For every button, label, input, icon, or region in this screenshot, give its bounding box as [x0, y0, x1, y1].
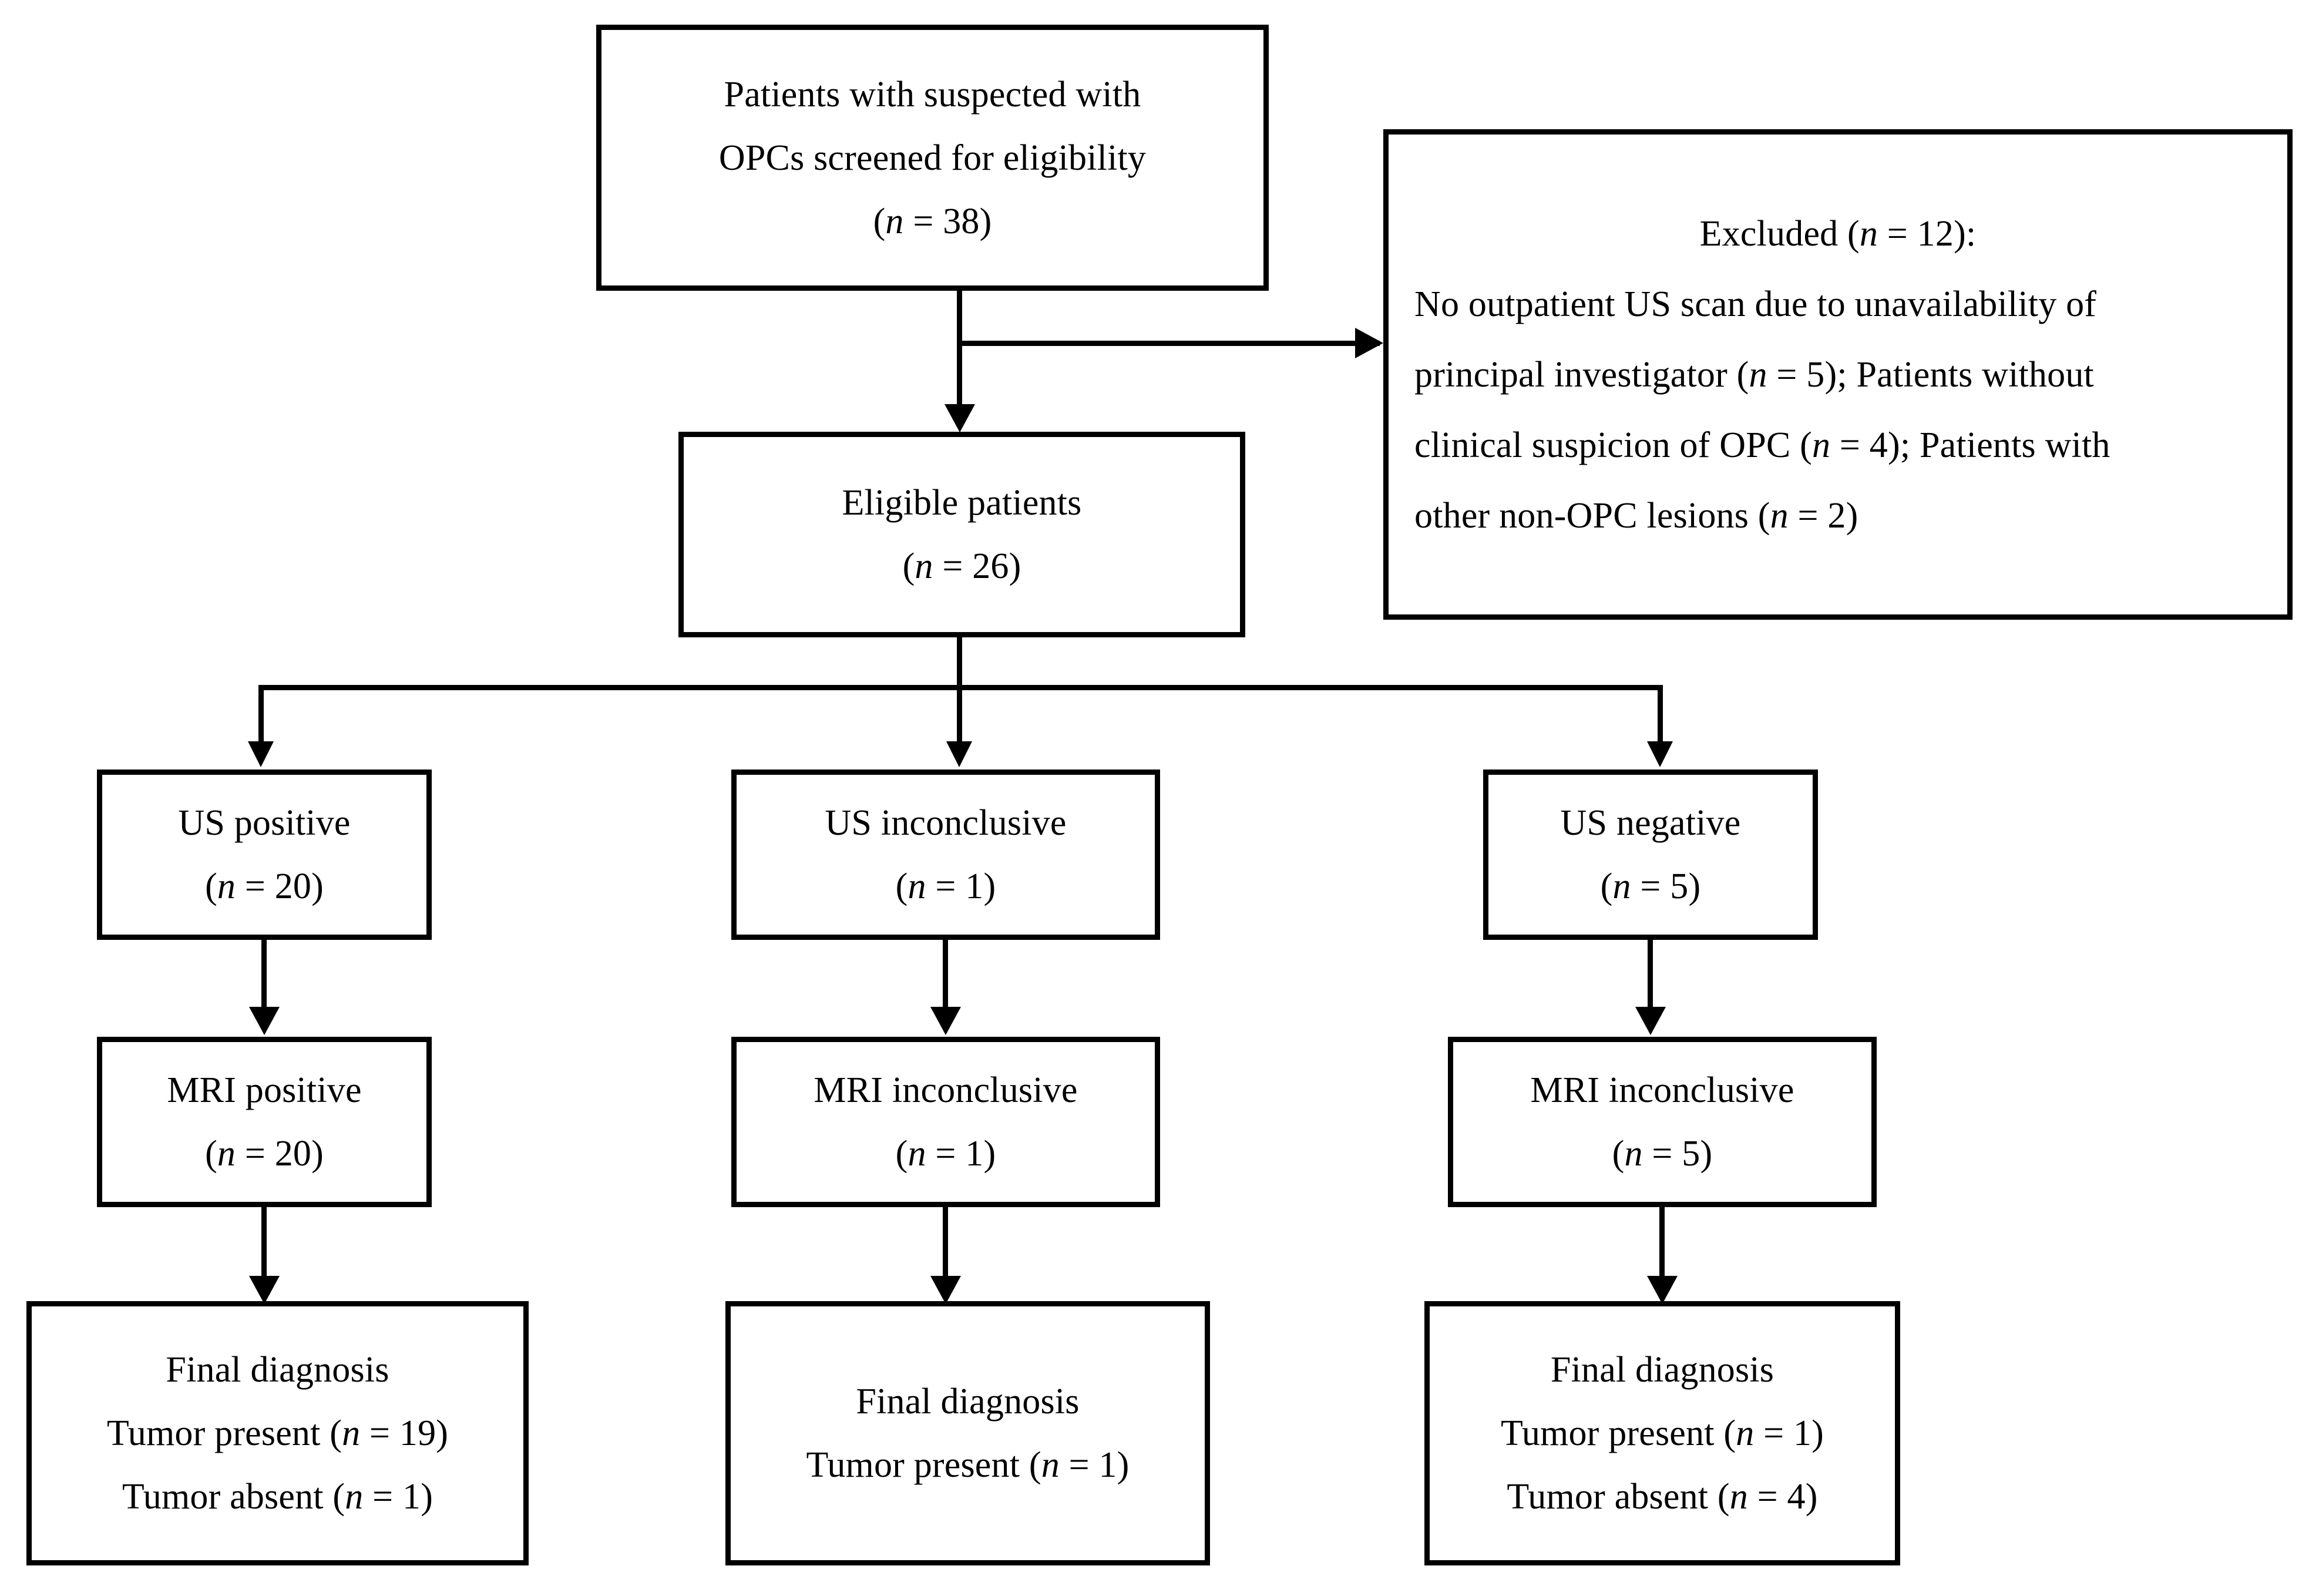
arrowhead-to-excluded: [1355, 328, 1383, 358]
final-mid-tumor-present: Tumor present (n = 1): [806, 1445, 1130, 1485]
final-right-title: Final diagnosis: [1550, 1350, 1774, 1390]
screened-line-2: OPCs screened for eligibility: [718, 137, 1147, 178]
arrowhead-final-left: [249, 1276, 280, 1304]
connector-screened-stem: [957, 291, 962, 408]
connector-branch-left: [258, 685, 264, 744]
excluded-line-5: other non-OPC lesions (n = 2): [1414, 495, 1858, 536]
final-left-tumor-present: Tumor present (n = 19): [106, 1413, 449, 1453]
excluded-line-3: principal investigator (n = 5); Patients…: [1414, 354, 2094, 395]
connector-branch-right: [1658, 685, 1663, 744]
node-mri-positive: MRI positive (n = 20): [97, 1037, 432, 1207]
us-negative-label: US negative: [1560, 803, 1741, 843]
final-right-tumor-absent: Tumor absent (n = 4): [1507, 1477, 1818, 1517]
us-inconclusive-count: (n = 1): [895, 866, 996, 906]
node-us-inconclusive: US inconclusive (n = 1): [731, 770, 1160, 940]
arrowhead-us-negative: [1647, 741, 1673, 767]
node-mri-inconclusive-right: MRI inconclusive (n = 5): [1448, 1037, 1877, 1207]
node-patients-screened: Patients with suspected with OPCs screen…: [596, 25, 1269, 291]
final-right-tumor-present: Tumor present (n = 1): [1500, 1413, 1824, 1453]
connector-us-positive-to-mri: [261, 940, 267, 1010]
final-mid-title: Final diagnosis: [856, 1382, 1080, 1422]
arrowhead-mri-inconclusive-mid: [930, 1007, 961, 1035]
connector-eligible-stem: [957, 637, 962, 687]
node-final-diagnosis-right: Final diagnosis Tumor present (n = 1) Tu…: [1424, 1301, 1900, 1565]
us-positive-label: US positive: [178, 803, 351, 843]
mri-positive-count: (n = 20): [205, 1134, 324, 1174]
screened-count: (n = 38): [873, 201, 992, 241]
eligible-count: (n = 26): [902, 546, 1021, 586]
node-eligible-patients: Eligible patients (n = 26): [678, 432, 1245, 637]
connector-branch-mid: [957, 685, 962, 744]
mri-inconclusive-mid-count: (n = 1): [895, 1134, 996, 1174]
node-us-positive: US positive (n = 20): [97, 770, 432, 940]
us-inconclusive-label: US inconclusive: [825, 803, 1067, 843]
eligible-label: Eligible patients: [842, 483, 1082, 523]
arrowhead-us-inconclusive: [946, 741, 972, 767]
connector-us-negative-to-mri: [1648, 940, 1653, 1010]
node-us-negative: US negative (n = 5): [1483, 770, 1818, 940]
node-final-diagnosis-left: Final diagnosis Tumor present (n = 19) T…: [26, 1301, 529, 1565]
mri-positive-label: MRI positive: [167, 1070, 362, 1110]
arrowhead-final-mid: [930, 1276, 961, 1304]
connector-mri-mid-to-final: [943, 1207, 948, 1281]
arrowhead-mri-inconclusive-right: [1635, 1007, 1666, 1035]
final-left-tumor-absent: Tumor absent (n = 1): [122, 1477, 433, 1517]
arrowhead-to-eligible: [945, 404, 975, 432]
arrowhead-us-positive: [248, 741, 274, 767]
connector-mri-right-to-final: [1659, 1207, 1665, 1281]
us-positive-count: (n = 20): [205, 866, 324, 906]
connector-us-inconclusive-to-mri: [943, 940, 948, 1010]
node-final-diagnosis-mid: Final diagnosis Tumor present (n = 1): [725, 1301, 1210, 1565]
connector-mri-positive-to-final: [261, 1207, 267, 1281]
node-excluded: Excluded (n = 12): No outpatient US scan…: [1383, 129, 2293, 620]
mri-inconclusive-right-label: MRI inconclusive: [1530, 1070, 1794, 1110]
us-negative-count: (n = 5): [1600, 866, 1701, 906]
mri-inconclusive-mid-label: MRI inconclusive: [814, 1070, 1078, 1110]
final-left-title: Final diagnosis: [166, 1350, 389, 1390]
arrowhead-final-right: [1647, 1276, 1678, 1304]
connector-to-excluded: [957, 341, 1380, 346]
excluded-line-2: No outpatient US scan due to unavailabil…: [1414, 284, 2097, 324]
mri-inconclusive-right-count: (n = 5): [1612, 1134, 1713, 1174]
excluded-line-4: clinical suspicion of OPC (n = 4); Patie…: [1414, 425, 2110, 465]
node-mri-inconclusive-mid: MRI inconclusive (n = 1): [731, 1037, 1160, 1207]
screened-line-1: Patients with suspected with: [724, 74, 1141, 115]
arrowhead-mri-positive: [249, 1007, 280, 1035]
excluded-header: Excluded (n = 12):: [1699, 213, 1977, 254]
